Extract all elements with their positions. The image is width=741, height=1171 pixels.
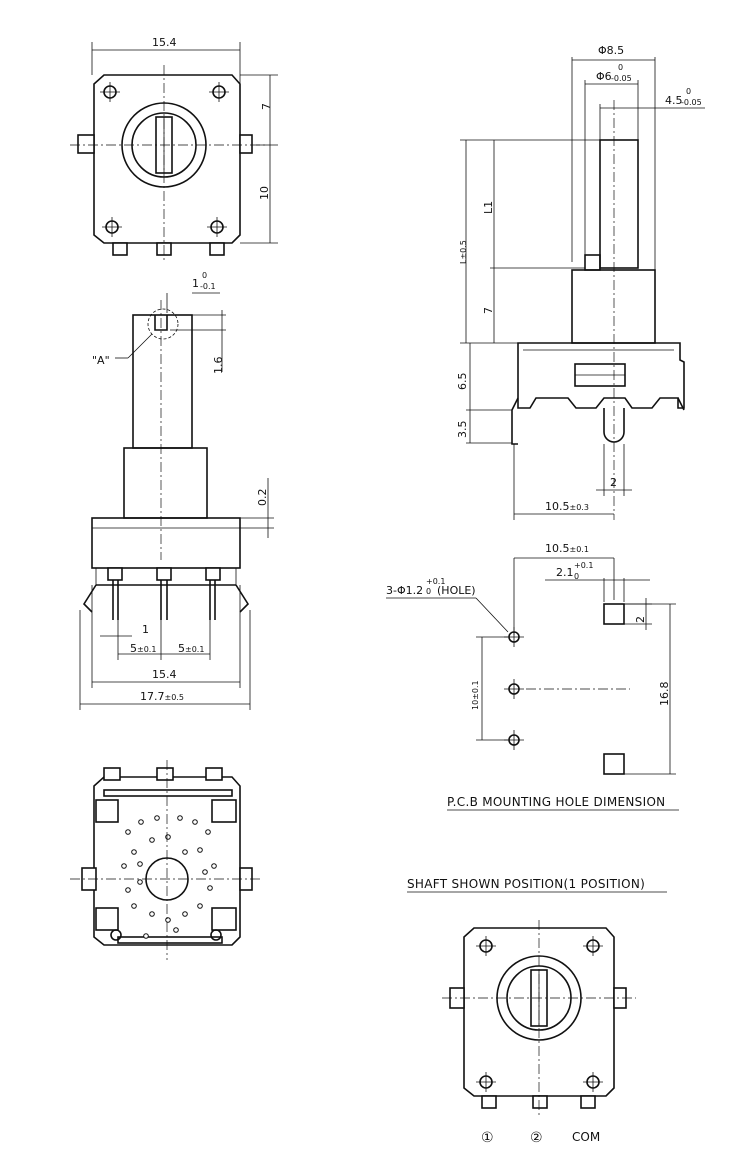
dim-4-5: 4.5 [665,94,683,107]
dim-L: L±0.5 [459,240,468,264]
dim-1-6: 1.6 [212,357,225,375]
dim-dia-8-5: Φ8.5 [598,44,624,57]
dim-pin-1: 1 [142,623,149,636]
pcb-dim-10-5: 10.5±0.1 [545,542,589,555]
sp-hole-br [583,1072,603,1092]
pcb-layout: 10.5±0.1 2.1 +0.1 0 3-Φ1.2 +0.1 0 (HOLE)… [386,542,679,811]
dim-4-5-tol-top: 0 [686,87,691,96]
shaft-position-caption: SHAFT SHOWN POSITION(1 POSITION) [407,877,645,891]
shaft-position-view: SHAFT SHOWN POSITION(1 POSITION) ① ② COM [407,877,667,1146]
dim-top-10: 10 [258,186,271,200]
pcb-slot-top [603,603,625,625]
pcb-caption: P.C.B MOUNTING HOLE DIMENSION [447,795,665,809]
pin-label-1: ① [481,1130,494,1146]
pin-left [107,567,123,620]
pcb-slot-bottom [603,753,625,775]
dim-dia-6: Φ6 [596,70,612,83]
dim-L1: L1 [482,201,495,214]
sp-hole-bl [476,1072,496,1092]
dim-slot-base: 1 [192,277,199,290]
pcb-dim-2: 2 [634,616,647,623]
sp-hole-tl [476,936,496,956]
pcb-dim-2-1-tol-bot: 0 [574,572,579,581]
pcb-hole-note-tol-top: +0.1 [426,577,445,586]
dim-4-5-tol-bot: -0.05 [681,98,702,107]
dim-10-5: 10.5±0.3 [545,500,589,513]
dim-dia-6-tol-top: 0 [618,63,623,72]
pcb-dim-2-1-tol-top: +0.1 [574,561,593,570]
pcb-hole-note-tol-bot: 0 [426,587,431,596]
dim-0-2: 0.2 [256,489,269,507]
bottom-view [70,760,262,960]
dim-3-5: 3.5 [456,421,469,439]
dim-dia-6-tol-bot: -0.05 [611,74,632,83]
pcb-dim-16-8: 16.8 [658,682,671,707]
sp-hole-tr [583,936,603,956]
mount-hole-br [207,217,227,237]
mount-hole-bl [102,217,122,237]
detail-label-A: "A" [92,354,110,367]
dim-top-width: 15.4 [152,36,177,49]
side-view: "A" 1 0 -0.1 1.6 0.2 1 5±0.1 5±0.1 15.4 … [79,271,274,710]
pin-label-com: COM [572,1130,600,1144]
dim-6-5: 6.5 [456,373,469,391]
pcb-dim-10: 10±0.1 [471,680,480,710]
dim-7: 7 [482,307,495,314]
dim-pitch-left: 5±0.1 [130,642,156,655]
pcb-dim-2-1: 2.1 [556,566,574,579]
dim-pitch-right: 5±0.1 [178,642,204,655]
contact-dots [121,815,217,939]
mount-hole-tl [100,82,120,102]
pin-right [205,567,221,620]
pin-label-2: ② [530,1130,543,1146]
dim-slot-tol-top: 0 [202,271,207,280]
pcb-hole-2 [504,679,524,699]
dim-width-17-7: 17.7±0.5 [140,690,184,703]
top-view: 15.4 7 10 [70,36,278,262]
dim-2: 2 [610,476,617,489]
pcb-hole-note: 3-Φ1.2 [386,584,423,597]
dim-slot-tol-bot: -0.1 [200,282,216,291]
shaft-view: Φ8.5 Φ6 0 -0.05 4.5 0 -0.05 L±0.5 L1 7 6… [456,44,705,520]
pcb-hole-note-post: (HOLE) [437,584,476,597]
dim-width-15-4: 15.4 [152,668,177,681]
mount-hole-tr [209,82,229,102]
pin-middle [156,567,172,620]
dim-top-7: 7 [260,103,273,110]
